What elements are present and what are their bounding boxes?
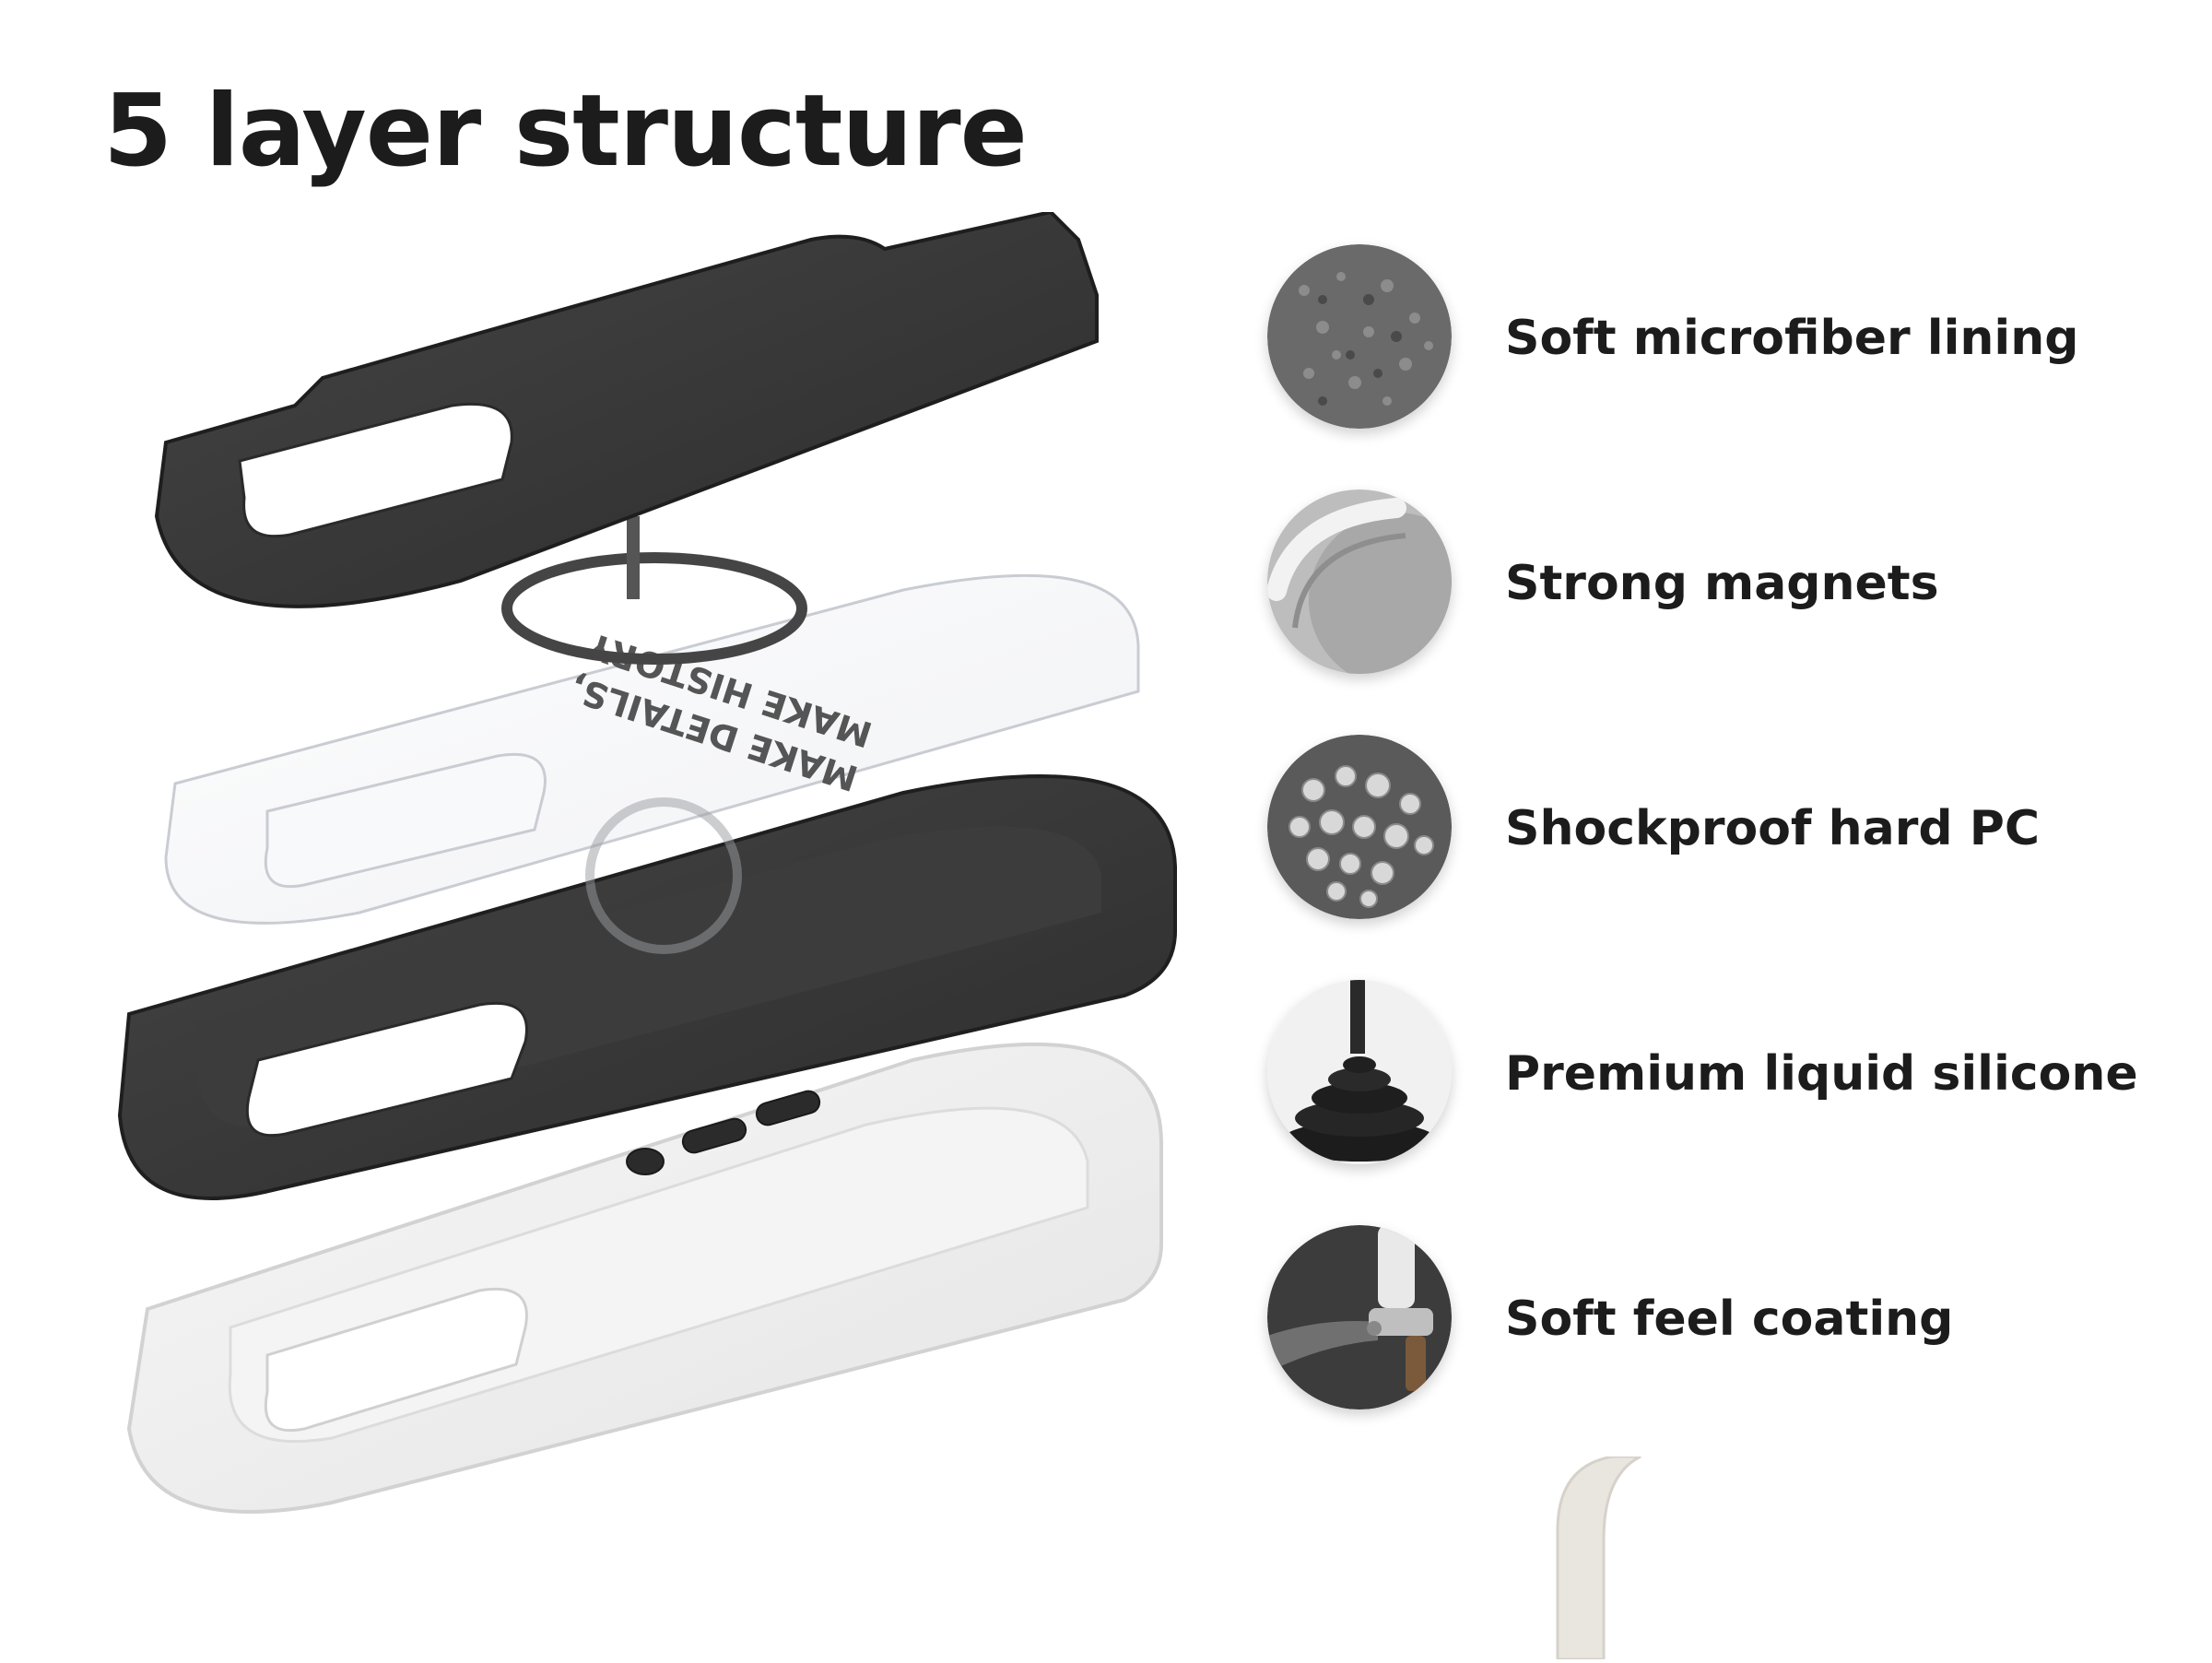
feature-label-silicone: Premium liquid silicone (1505, 1046, 2138, 1102)
magnet-ring-layer (501, 516, 807, 665)
microfiber-texture-icon (1267, 244, 1452, 429)
list-item: Strong magnets (1267, 489, 2180, 735)
silicone-case-layer (117, 774, 1177, 1200)
spray-gun-icon (1267, 1225, 1452, 1409)
list-item: Soft feel coating (1267, 1225, 2180, 1470)
clear-pc-layer: MAKE DETAILS, MAKE HISTORY (164, 573, 1140, 954)
feature-label-coating: Soft feel coating (1505, 1291, 1954, 1347)
case-layers-graphic: MAKE DETAILS, MAKE HISTORY (117, 209, 1177, 1514)
exploded-case-illustration: MAKE DETAILS, MAKE HISTORY (92, 209, 1244, 1539)
list-item: Soft microfiber lining (1267, 244, 2180, 489)
list-item: Shockproof hard PC (1267, 735, 2180, 980)
magnet-ring-icon (1267, 489, 1452, 674)
microfiber-lining-layer (154, 209, 1099, 608)
decorative-strap-graphic (1530, 1455, 1659, 1661)
page-title: 5 layer structure (103, 74, 1028, 189)
liquid-silicone-icon (1267, 980, 1452, 1164)
feature-list: Soft microfiber lining Strong magnets (1267, 244, 2180, 1470)
feature-label-magnets: Strong magnets (1505, 556, 1939, 611)
feature-label-hard-pc: Shockproof hard PC (1505, 801, 2040, 856)
pc-pellets-icon (1267, 735, 1452, 919)
feature-label-microfiber: Soft microfiber lining (1505, 311, 2079, 366)
frosted-coating-layer (126, 1042, 1163, 1514)
list-item: Premium liquid silicone (1267, 980, 2180, 1225)
